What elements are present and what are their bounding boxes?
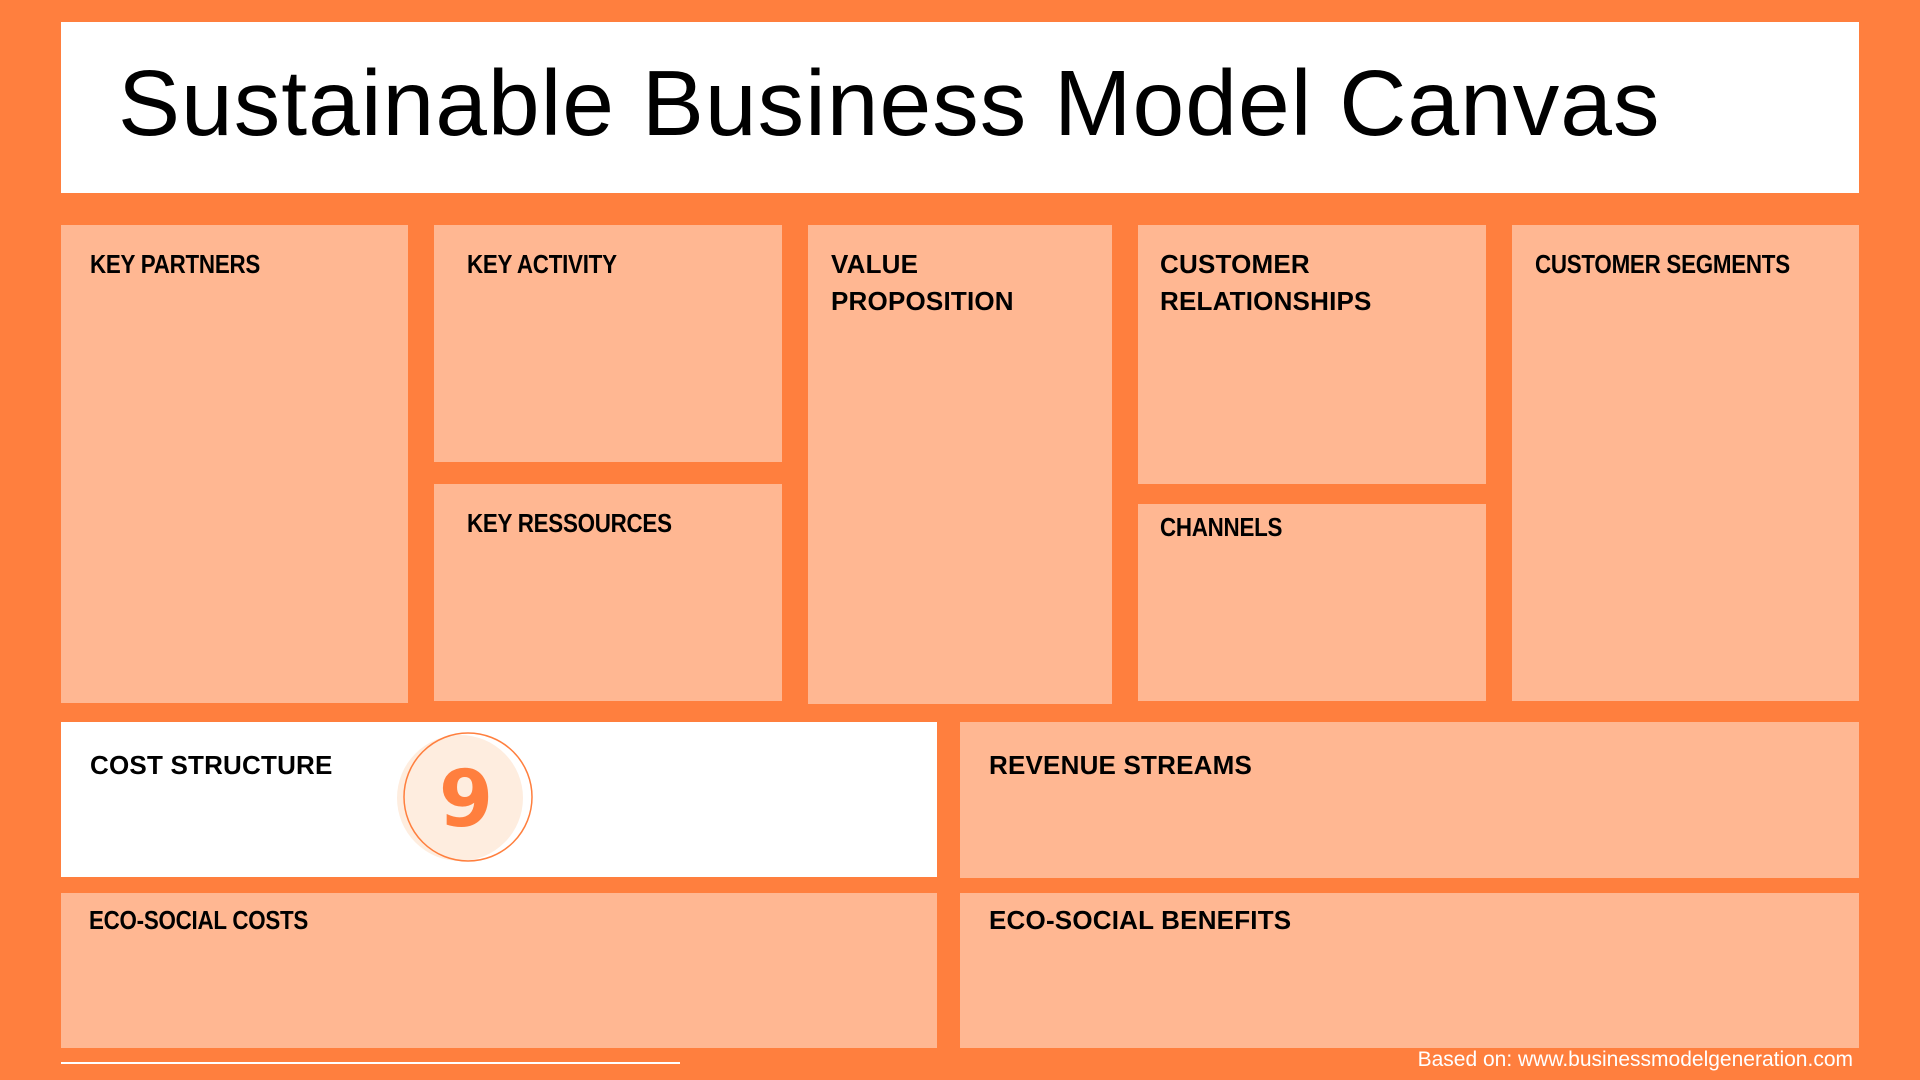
- badge-shadow-disc: [397, 735, 523, 861]
- block-key-activity[interactable]: KEY ACTIVITY: [434, 225, 782, 462]
- attribution-link[interactable]: Based on: www.businessmodelgeneration.co…: [1417, 1048, 1853, 1071]
- block-label: CUSTOMER SEGMENTS: [1535, 249, 1790, 279]
- title-banner: [61, 22, 1859, 193]
- block-label: COST STRUCTURE: [90, 750, 333, 780]
- block-label: ECO-SOCIAL COSTS: [89, 905, 309, 935]
- block-eco-social-benefits[interactable]: ECO-SOCIAL BENEFITS: [960, 893, 1859, 1048]
- block-channels[interactable]: CHANNELS: [1138, 504, 1486, 701]
- block-label: CUSTOMER RELATIONSHIPS: [1160, 246, 1372, 320]
- block-label: REVENUE STREAMS: [989, 750, 1253, 780]
- block-label: KEY PARTNERS: [90, 249, 261, 279]
- footer-divider: [61, 1062, 680, 1064]
- block-key-resources[interactable]: KEY RESSOURCES: [434, 484, 782, 701]
- block-label-line2: RELATIONSHIPS: [1160, 286, 1372, 316]
- page-title: Sustainable Business Model Canvas: [118, 51, 1661, 155]
- block-label: CHANNELS: [1160, 512, 1283, 542]
- block-label-line2: PROPOSITION: [831, 286, 1014, 316]
- block-revenue-streams[interactable]: REVENUE STREAMS: [960, 722, 1859, 878]
- block-label: VALUE PROPOSITION: [831, 246, 1014, 320]
- step-number-badge: 9: [397, 732, 533, 862]
- block-customer-relationships[interactable]: CUSTOMER RELATIONSHIPS: [1138, 225, 1486, 484]
- block-label: KEY ACTIVITY: [467, 249, 617, 279]
- block-label: ECO-SOCIAL BENEFITS: [989, 905, 1292, 935]
- badge-ring: [403, 732, 533, 862]
- block-key-partners[interactable]: KEY PARTNERS: [61, 225, 408, 703]
- block-label-line1: VALUE: [831, 249, 919, 279]
- block-customer-segments[interactable]: CUSTOMER SEGMENTS: [1512, 225, 1859, 701]
- block-label: KEY RESSOURCES: [467, 508, 672, 538]
- block-value-proposition[interactable]: VALUE PROPOSITION: [808, 225, 1112, 704]
- block-label-line1: CUSTOMER: [1160, 249, 1310, 279]
- block-eco-social-costs[interactable]: ECO-SOCIAL COSTS: [61, 893, 937, 1048]
- badge-number: 9: [439, 755, 493, 845]
